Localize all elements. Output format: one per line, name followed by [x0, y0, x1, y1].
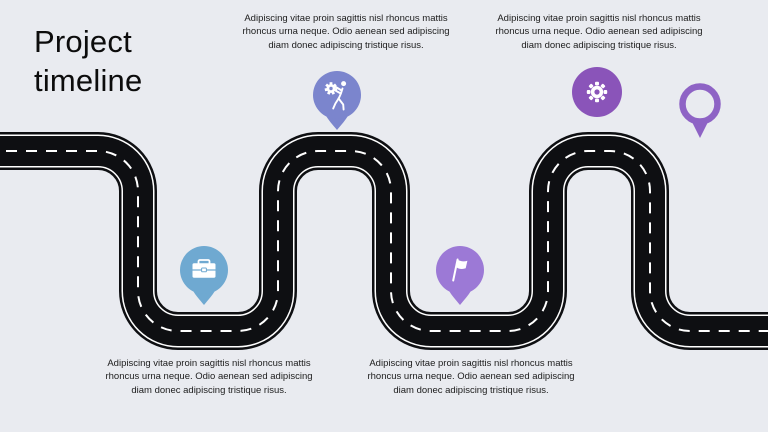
- circle-outline-pin-icon: [679, 83, 721, 138]
- briefcase-icon: [192, 259, 216, 278]
- person-carrying-gear-icon: [324, 81, 347, 111]
- milestone-description-briefcase: Adipiscing vitae proin sagittis nisl rho…: [105, 358, 313, 396]
- flag-icon: [452, 258, 468, 282]
- gear-icon: [586, 81, 608, 103]
- milestone-pin-future-outline: [679, 83, 721, 138]
- milestone-pin-flag: [436, 246, 484, 305]
- milestone-description-gear: Adipiscing vitae proin sagittis nisl rho…: [495, 13, 703, 51]
- milestone-description-person-carrying-gear: Adipiscing vitae proin sagittis nisl rho…: [242, 13, 450, 51]
- milestone-pin-gear: [572, 67, 622, 117]
- road: [0, 151, 768, 331]
- briefcase-clasp: [201, 267, 207, 273]
- gear-hole: [329, 86, 333, 91]
- gear-hole: [594, 89, 600, 95]
- page-title: Project timeline: [34, 24, 143, 99]
- milestone-pin-person-carrying-gear: [313, 71, 361, 130]
- milestone-description-flag: Adipiscing vitae proin sagittis nisl rho…: [367, 358, 575, 396]
- milestone-pin-briefcase: [180, 246, 228, 305]
- pin-circle: [313, 71, 361, 119]
- pin-circle: [436, 246, 484, 294]
- pin-ring: [679, 83, 721, 125]
